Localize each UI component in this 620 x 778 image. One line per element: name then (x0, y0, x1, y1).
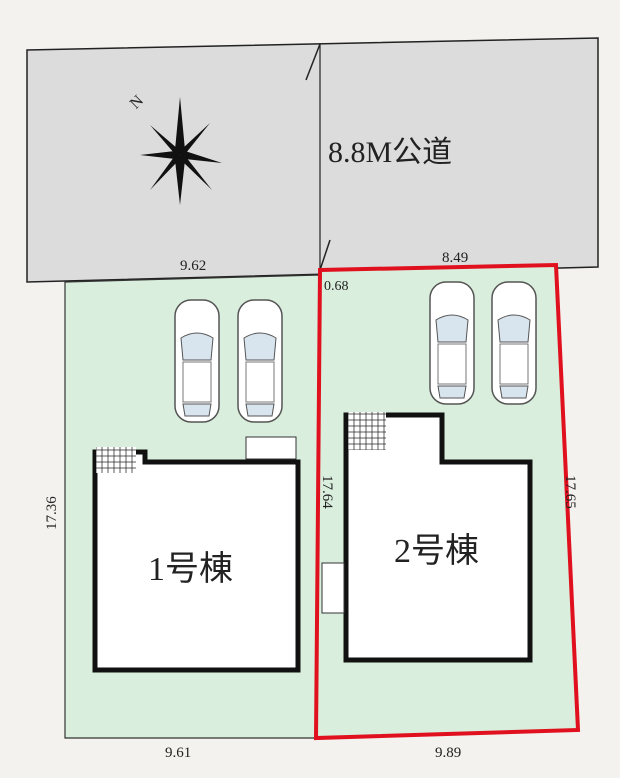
stairs-icon (96, 447, 136, 473)
dimension-corner-cut: 0.68 (324, 279, 349, 294)
parking-car (491, 281, 537, 405)
road-area (26, 37, 599, 283)
dimension-road-left: 9.62 (180, 258, 206, 274)
lot-2-highlight-border (313, 262, 581, 741)
utility-box (321, 562, 345, 614)
building-1-outline (92, 449, 301, 673)
road-label: 8.8M公道 (328, 136, 452, 169)
utility-box (245, 436, 297, 460)
parking-car (174, 299, 220, 423)
dimension-middle-side: 17.64 (319, 475, 335, 509)
parking-car (237, 299, 283, 423)
building-2-outline (343, 412, 533, 663)
dimension-road-right: 8.49 (442, 250, 468, 266)
dimension-bottom-right: 9.89 (435, 745, 461, 761)
building-1-label: 1号棟 (148, 550, 233, 588)
compass-rose-icon (140, 97, 222, 205)
building-2-label: 2号棟 (394, 532, 479, 570)
dimension-left-side: 17.36 (44, 496, 60, 530)
stairs-icon (348, 412, 386, 450)
dimension-right-side: 17.65 (562, 475, 578, 509)
dimension-bottom-left: 9.61 (165, 745, 191, 761)
parking-car (429, 281, 475, 405)
